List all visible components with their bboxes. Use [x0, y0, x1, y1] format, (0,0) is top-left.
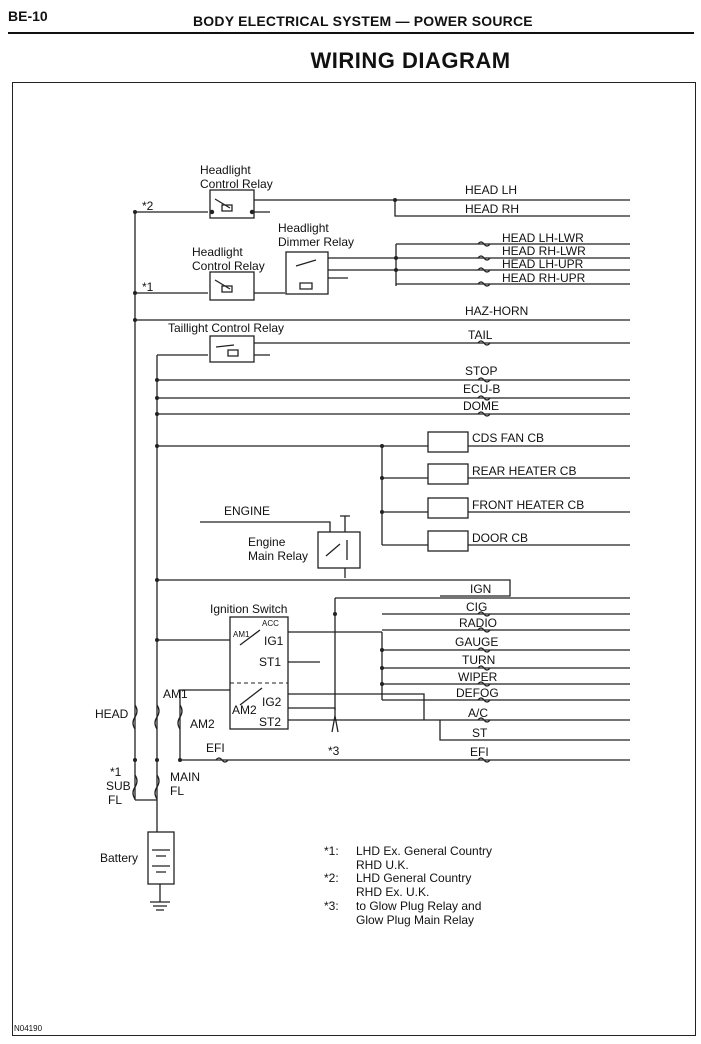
term-am1: AM1 — [233, 630, 250, 639]
note-mark-2: *2: — [324, 871, 339, 885]
notes-block: *1: LHD Ex. General Country RHD U.K. *2:… — [324, 844, 495, 927]
fl-sub: *1 SUB FL — [106, 765, 134, 807]
label-headlight-control-relay-upper: Headlight Control Relay — [200, 163, 273, 191]
label-headlight-control-relay-lower: Headlight Control Relay — [192, 245, 265, 273]
headlight-control-relay-upper-box — [209, 189, 255, 219]
headlight-dimmer-relay-box — [285, 251, 329, 295]
out-ac: A/C — [468, 706, 488, 720]
marker-note2: *2 — [142, 199, 154, 213]
out-head-lh: HEAD LH — [465, 183, 517, 197]
system-title: BODY ELECTRICAL SYSTEM — POWER SOURCE — [193, 13, 533, 29]
out-turn: TURN — [462, 653, 495, 667]
label-headlight-dimmer-relay: Headlight Dimmer Relay — [278, 221, 354, 249]
diagram-frame — [12, 82, 696, 1036]
battery-box — [147, 831, 175, 885]
out-head-lh-upr: HEAD LH-UPR — [502, 257, 584, 271]
out-defog: DEFOG — [456, 686, 499, 700]
out-cig: CIG — [466, 600, 487, 614]
out-efi: EFI — [470, 745, 489, 759]
out-gauge: GAUGE — [455, 635, 498, 649]
header-rule — [8, 32, 694, 34]
fuse-marks — [215, 241, 491, 763]
page-number: BE-10 — [8, 8, 48, 24]
out-head-rh: HEAD RH — [465, 202, 519, 216]
out-radio: RADIO — [459, 616, 497, 630]
out-ecu-b: ECU-B — [463, 382, 500, 396]
fl-efi: EFI — [206, 741, 225, 755]
fl-am1: AM1 — [163, 687, 188, 701]
label-engine: ENGINE — [224, 504, 270, 518]
out-head-rh-upr: HEAD RH-UPR — [502, 271, 586, 285]
fl-am2: AM2 — [190, 717, 215, 731]
out-haz-horn: HAZ-HORN — [465, 304, 528, 318]
out-head-lh-lwr: HEAD LH-LWR — [502, 231, 584, 245]
engine-main-relay-box — [317, 531, 361, 569]
term-ig1: IG1 — [264, 634, 284, 648]
diagram-title: WIRING DIAGRAM — [310, 48, 511, 73]
out-tail: TAIL — [468, 328, 493, 342]
note-text-3: to Glow Plug Relay and Glow Plug Main Re… — [356, 899, 485, 927]
term-am2: AM2 — [232, 703, 257, 717]
note-text-2: LHD General Country RHD Ex. U.K. — [356, 871, 475, 899]
footer-code: N04190 — [14, 1024, 43, 1033]
label-engine-main-relay: Engine Main Relay — [248, 535, 308, 563]
term-st1: ST1 — [259, 655, 281, 669]
out-wiper: WIPER — [458, 670, 498, 684]
cb-symbols — [427, 431, 469, 552]
term-st2: ST2 — [259, 715, 281, 729]
note-text-1: LHD Ex. General Country RHD U.K. — [356, 844, 495, 872]
term-acc: ACC — [262, 619, 279, 628]
label-taillight-control-relay: Taillight Control Relay — [168, 321, 284, 335]
taillight-control-relay-box — [209, 335, 255, 363]
fl-head: HEAD — [95, 707, 129, 721]
out-head-rh-lwr: HEAD RH-LWR — [502, 244, 586, 258]
label-ignition-switch: Ignition Switch — [210, 602, 287, 616]
out-ign: IGN — [470, 582, 491, 596]
ignition-switch-box — [229, 616, 289, 730]
note-mark-1: *1: — [324, 844, 339, 858]
marker-note3: *3 — [328, 744, 340, 758]
fl-main: MAIN FL — [170, 770, 203, 798]
cb-front-heater: FRONT HEATER CB — [472, 498, 584, 512]
cb-cds-fan: CDS FAN CB — [472, 431, 544, 445]
cb-rear-heater: REAR HEATER CB — [472, 464, 576, 478]
out-dome: DOME — [463, 399, 499, 413]
out-stop: STOP — [465, 364, 497, 378]
note-mark-3: *3: — [324, 899, 339, 913]
marker-note1: *1 — [142, 280, 154, 294]
label-battery: Battery — [100, 851, 138, 865]
out-st: ST — [472, 726, 488, 740]
cb-door: DOOR CB — [472, 531, 528, 545]
term-ig2: IG2 — [262, 695, 282, 709]
